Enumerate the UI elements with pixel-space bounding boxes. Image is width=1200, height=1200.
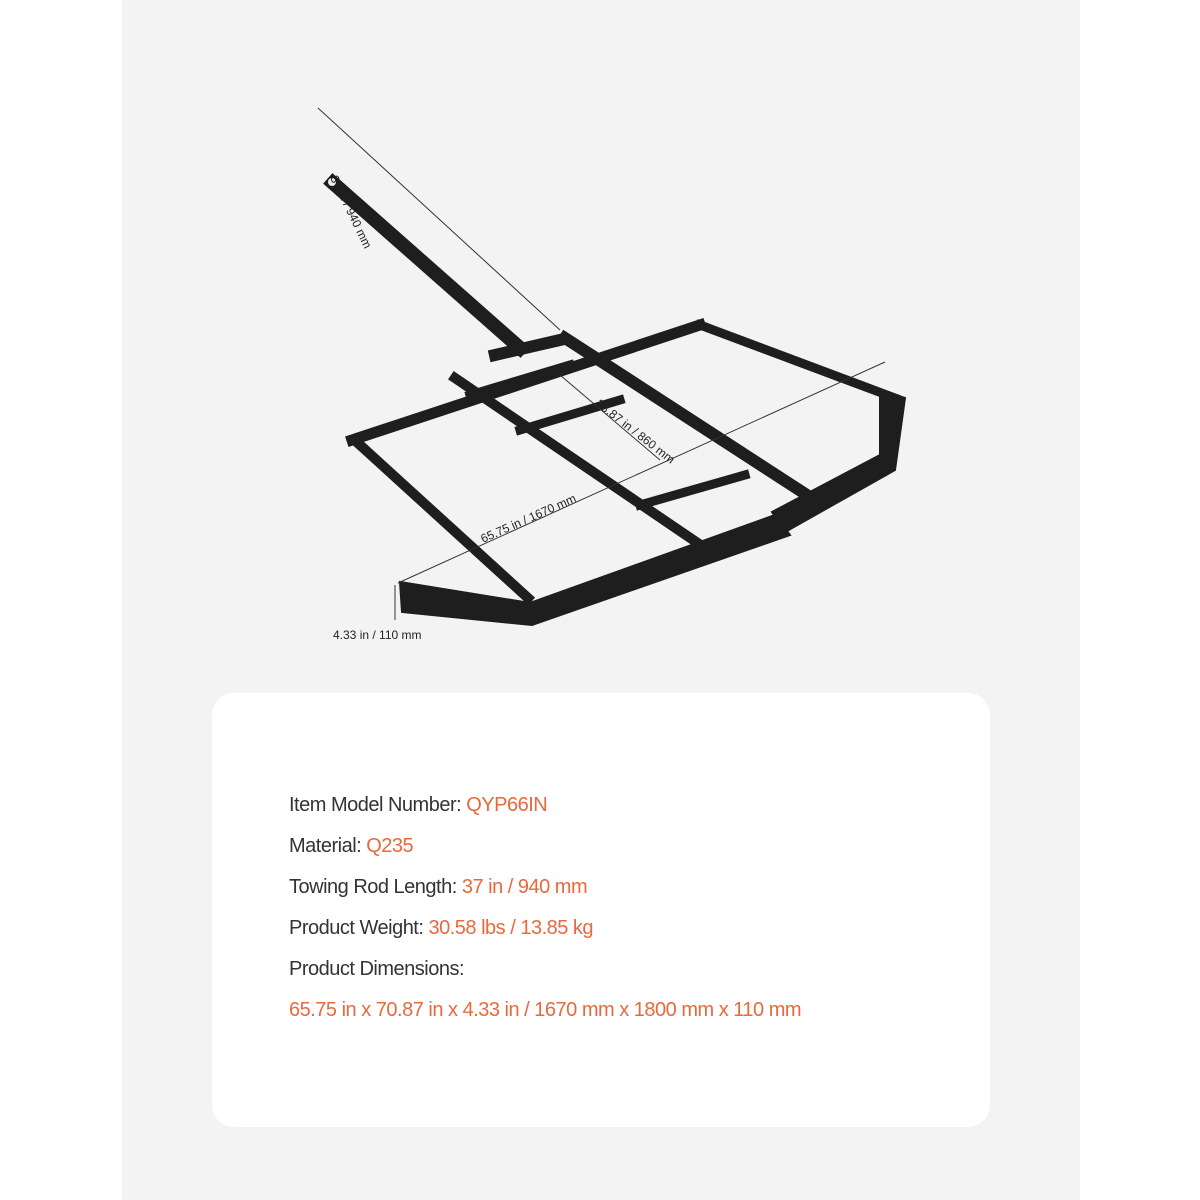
spec-label: Product Dimensions: (289, 958, 465, 980)
spec-material: Material: Q235 (289, 826, 801, 867)
middle-rail-1 (448, 371, 712, 555)
height-label: 4.33 in / 110 mm (333, 628, 422, 642)
rod-hitch-hole (328, 178, 336, 186)
cross-bar-3 (634, 469, 751, 511)
dimension-lines (317, 107, 886, 620)
product-diagram: 37 in / 940 mm 33.87 in / 860 mm 65.75 i… (317, 107, 907, 642)
spec-value: 37 in / 940 mm (461, 876, 588, 898)
drag-harrow-frame (323, 173, 907, 627)
spec-value: 30.58 lbs / 13.85 kg (428, 917, 594, 939)
spec-rod-length: Towing Rod Length: 37 in / 940 mm (289, 867, 801, 908)
spec-label: Material: (289, 835, 367, 857)
spec-weight: Product Weight: 30.58 lbs / 13.85 kg (289, 908, 801, 949)
spec-dimensions-value: 65.75 in x 70.87 in x 4.33 in / 1670 mm … (289, 990, 802, 1031)
spec-value: Q235 (366, 835, 414, 857)
spec-model: Item Model Number: QYP66IN (289, 785, 801, 826)
middle-rail-2 (556, 329, 819, 506)
spec-value: QYP66IN (466, 794, 548, 816)
left-side-rail (352, 437, 536, 606)
right-blade (770, 388, 907, 534)
width-label: 65.75 in / 1670 mm (479, 491, 579, 546)
spec-label: Item Model Number: (289, 794, 467, 816)
cross-bar-2 (514, 394, 626, 436)
rod-bracket (487, 332, 568, 363)
towing-rod (323, 173, 530, 358)
spec-value: 65.75 in x 70.87 in x 4.33 in / 1670 mm … (289, 999, 802, 1021)
spec-dimensions-label: Product Dimensions: (289, 949, 801, 990)
cross-bar-1 (464, 359, 576, 401)
spec-card: Item Model Number: QYP66IN Material: Q23… (212, 693, 990, 1127)
spec-list: Item Model Number: QYP66IN Material: Q23… (289, 785, 802, 1031)
right-side-rail (694, 319, 901, 404)
spec-label: Product Weight: (289, 917, 429, 939)
front-blade (398, 513, 792, 627)
spec-label: Towing Rod Length: (289, 876, 462, 898)
